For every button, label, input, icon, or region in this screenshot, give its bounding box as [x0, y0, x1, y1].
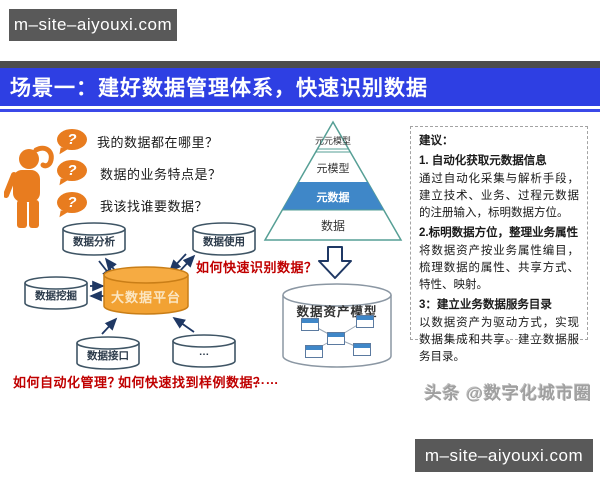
cylinder-label: 数据挖掘: [35, 290, 77, 302]
slide-title: 场景一：建好数据管理体系，快速识别数据: [10, 77, 428, 100]
suggestion-body-3: 以数据资产为驱动方式，实现数据集成和共享。建立数据服务目录。: [419, 316, 579, 364]
user-question: 数据的业务特点是？: [100, 167, 222, 182]
table-icon: [353, 343, 371, 356]
title-underline: [0, 109, 600, 112]
question-mark: ?: [67, 194, 77, 211]
suggestion-heading-1: 1. 自动化获取元数据信息: [419, 155, 547, 168]
question-bubble-icon: ?: [57, 160, 87, 181]
question-bubble-icon: ?: [57, 129, 87, 150]
suggestion-panel: 建议： 1. 自动化获取元数据信息 通过自动化采集与解析手段，建立技术、业务、过…: [410, 126, 588, 363]
db-cylinder-data-usage: 数据使用: [192, 222, 256, 258]
db-cylinder-bigdata-platform: 大数据平台: [103, 266, 189, 316]
pyramid-layer-label: 元元模型: [314, 136, 351, 146]
metadata-pyramid: [263, 120, 403, 241]
note-auto-manage: 如何自动化管理？: [13, 375, 122, 390]
credit-watermark: 头条 @数字化城市圈: [424, 384, 592, 403]
cylinder-label: 数据使用: [203, 236, 245, 248]
cylinder-label: 大数据平台: [110, 290, 181, 305]
question-bubble-icon: ?: [57, 192, 87, 213]
suggestion-heading-2: 2.标明数据方位，整理业务属性: [419, 227, 579, 240]
db-cylinder-data-asset-model: 数据资产模型: [281, 282, 393, 370]
table-icon: [301, 318, 319, 331]
pyramid-layer-label: 元模型: [316, 163, 350, 175]
pyramid-layer-label: 元数据: [316, 192, 350, 204]
cylinder-label: 数据接口: [87, 350, 129, 362]
suggestion-heading-3: 3：建立业务数据服务目录: [419, 299, 552, 312]
down-arrow-icon: [318, 246, 352, 279]
watermark-bottom-text: m–site–aiyouxi.com: [424, 445, 584, 465]
note-ellipsis: ……: [252, 372, 279, 387]
watermark-top: m–site–aiyouxi.com: [9, 9, 177, 41]
suggestion-body-1: 通过自动化采集与解析手段，建立技术、业务、过程元数据的注册输入，标明数据方位。: [419, 172, 579, 220]
db-cylinder-more: …: [172, 334, 236, 370]
pyramid-layer-label: 数据: [320, 219, 345, 233]
question-mark: ?: [67, 131, 77, 148]
user-question: 我该找谁要数据？: [100, 199, 209, 214]
thinking-person-icon: [4, 145, 54, 228]
db-cylinder-data-analysis: 数据分析: [62, 222, 126, 258]
db-cylinder-data-mining: 数据挖掘: [24, 276, 88, 312]
user-question: 我的数据都在哪里？: [97, 135, 219, 150]
cylinder-label: …: [198, 346, 210, 358]
title-bar: 场景一：建好数据管理体系，快速识别数据: [0, 68, 600, 106]
cylinder-label: 数据分析: [73, 236, 115, 248]
cylinder-label: 数据资产模型: [296, 305, 378, 319]
table-icon: [327, 332, 345, 345]
table-icon: [356, 315, 374, 328]
suggestion-body-2: 将数据资产按业务属性编目，梳理数据的属性、共享方式、特性、映射。: [419, 244, 579, 292]
db-cylinder-data-interface: 数据接口: [76, 336, 140, 372]
header-top-strip: [0, 61, 600, 68]
suggestion-title: 建议：: [419, 135, 454, 147]
note-identify-data: 如何快速识别数据？: [196, 260, 318, 275]
table-icon: [305, 345, 323, 358]
note-sample-data: 如何快速找到样例数据？: [118, 375, 267, 390]
watermark-top-text: m–site–aiyouxi.com: [13, 15, 173, 34]
watermark-bottom: m–site–aiyouxi.com: [415, 439, 593, 472]
question-mark: ?: [67, 162, 77, 179]
